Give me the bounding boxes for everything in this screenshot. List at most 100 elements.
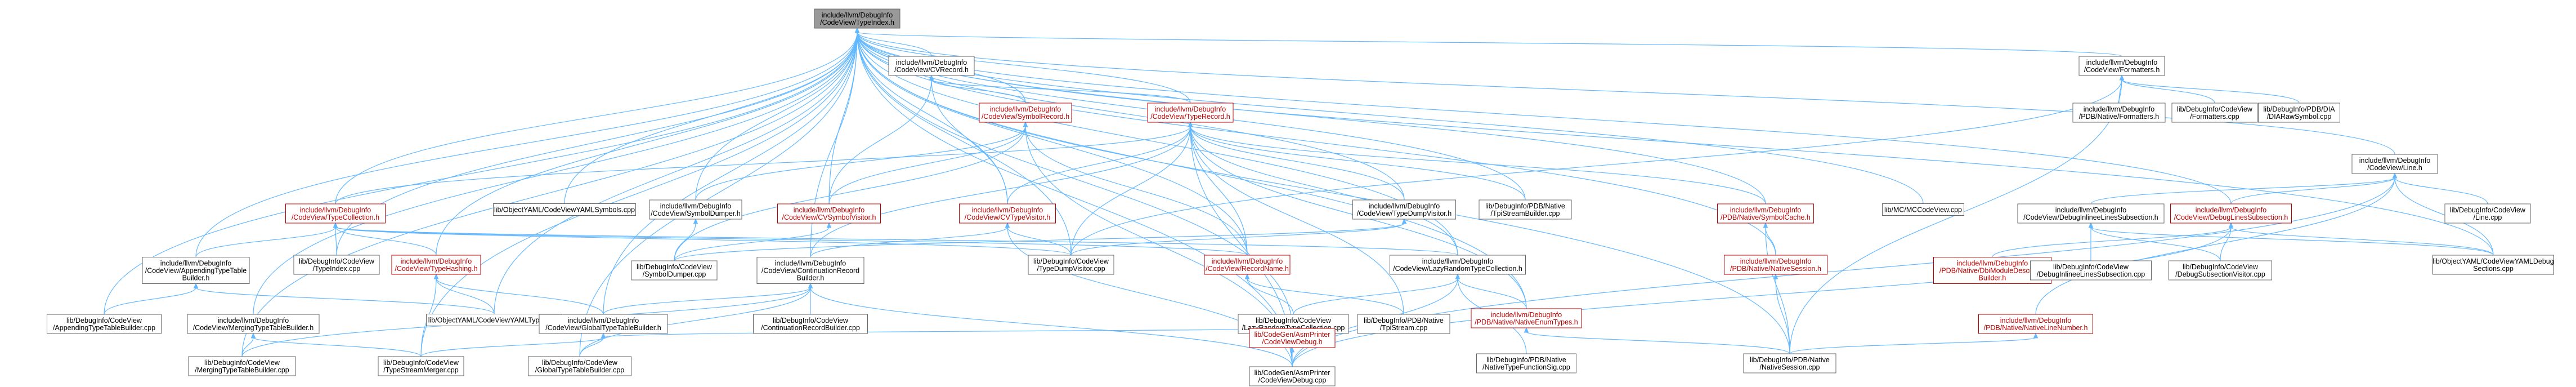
graph-node-typerecord[interactable]: include/llvm/DebugInfo/CodeView/TypeReco… <box>1147 103 1234 123</box>
graph-node-debuginlinees[interactable]: include/llvm/DebugInfo/CodeView/DebugInl… <box>2017 203 2165 224</box>
node-label-line: /CodeView/TypeCollection.h <box>292 213 379 221</box>
graph-node-tpistream[interactable]: lib/DebugInfo/PDB/Native/TpiStream.cpp <box>1357 314 1450 334</box>
graph-node-cvrecord[interactable]: include/llvm/DebugInfo/CodeView/CVRecord… <box>888 56 975 76</box>
graph-node-debuginlinees-cpp[interactable]: lib/DebugInfo/CodeView/DebugInlineeLines… <box>2030 260 2152 281</box>
graph-node-nativelinenumber[interactable]: include/llvm/DebugInfo/PDB/Native/Native… <box>1978 314 2093 334</box>
graph-node-codeviewdebug-h[interactable]: lib/CodeGen/AsmPrinter/CodeViewDebug.h <box>1249 328 1336 348</box>
graph-node-globalbuilder-h[interactable]: include/llvm/DebugInfo/CodeView/GlobalTy… <box>539 314 668 334</box>
node-label-line: include/llvm/DebugInfo <box>660 202 732 210</box>
graph-node-typedumpvisitor-cpp[interactable]: lib/DebugInfo/CodeView/TypeDumpVisitor.c… <box>1028 255 1114 275</box>
graph-node-nativetypefunctionsig[interactable]: lib/DebugInfo/PDB/Native/NativeTypeFunct… <box>1476 353 1576 373</box>
edge-line <box>1765 226 1790 354</box>
graph-node-cvtypevisitor[interactable]: include/llvm/DebugInfo/CodeView/CVTypeVi… <box>959 203 1056 224</box>
graph-node-lazyrandom[interactable]: include/llvm/DebugInfo/CodeView/LazyRand… <box>1390 255 1526 275</box>
dependency-edge-debuginlinees-to-objyaml_debugsections <box>2088 222 2494 256</box>
node-label-line: include/llvm/DebugInfo <box>1369 202 1440 210</box>
edge-line <box>335 226 337 256</box>
graph-node-pdb-formatters[interactable]: include/llvm/DebugInfo/PDB/Native/Format… <box>2072 103 2166 123</box>
edge-line <box>674 126 1026 261</box>
edge-arrowhead <box>1289 346 1295 353</box>
edge-line <box>195 226 336 257</box>
graph-node-objyaml-symbols[interactable]: lib/ObjectYAML/CodeViewYAMLSymbols.cpp <box>493 203 636 216</box>
node-label-line: Builder.h <box>1979 274 2006 282</box>
edge-line <box>2394 177 2488 204</box>
graph-node-objyaml-types[interactable]: lib/ObjectYAML/CodeViewYAMLTypes.cpp <box>426 314 562 326</box>
graph-node-nativeenumtypes[interactable]: include/llvm/DebugInfo/PDB/Native/Native… <box>1471 308 1582 328</box>
graph-node-appendingbuilder-h[interactable]: include/llvm/DebugInfo/CodeView/Appendin… <box>142 257 250 284</box>
graph-node-contrecordbuilder-h[interactable]: include/llvm/DebugInfo/CodeView/Continua… <box>756 257 864 284</box>
edge-line <box>436 32 858 256</box>
graph-node-globalbuilder-cpp[interactable]: lib/DebugInfo/CodeView/GlobalTypeTableBu… <box>528 356 631 376</box>
edge-line <box>931 79 1026 104</box>
node-box <box>2432 255 2554 275</box>
graph-node-debuglinessubsection[interactable]: include/llvm/DebugInfo/CodeView/DebugLin… <box>2170 203 2292 224</box>
graph-node-symbolrecord[interactable]: include/llvm/DebugInfo/CodeView/SymbolRe… <box>979 103 1072 123</box>
node-label-line: lib/DebugInfo/PDB/Native <box>1485 202 1565 210</box>
node-box <box>753 314 868 334</box>
graph-node-symboldumper-cpp[interactable]: lib/DebugInfo/CodeView/SymbolDumper.cpp <box>631 260 718 281</box>
node-label-line: lib/DebugInfo/PDB/Native <box>1486 356 1566 364</box>
node-label-line: Builder.h <box>797 274 825 282</box>
edge-line <box>674 223 1405 261</box>
node-label-line: include/llvm/DebugInfo <box>2086 59 2158 66</box>
graph-node-typecollection[interactable]: include/llvm/DebugInfo/CodeView/TypeColl… <box>285 203 386 224</box>
graph-node-typedumpvisitor-h[interactable]: include/llvm/DebugInfo/CodeView/TypeDump… <box>1352 199 1456 220</box>
node-label-line: include/llvm/DebugInfo <box>794 206 865 214</box>
edge-arrowhead <box>193 283 199 288</box>
edge-line <box>695 126 1026 201</box>
node-label-line: lib/CodeGen/AsmPrinter <box>1255 369 1330 377</box>
node-label-line: /DebugSubsectionVisitor.cpp <box>2175 270 2265 278</box>
node-box <box>1357 314 1450 334</box>
edge-arrowhead <box>250 332 256 339</box>
graph-node-debugsubsectionvisitor[interactable]: lib/DebugInfo/CodeView/DebugSubsectionVi… <box>2169 260 2272 281</box>
graph-node-recordname[interactable]: include/llvm/DebugInfo/CodeView/RecordNa… <box>1204 255 1291 275</box>
graph-node-mccodeview[interactable]: lib/MC/MCCodeView.cpp <box>1882 203 1964 216</box>
graph-node-cvsymbolvisitor[interactable]: include/llvm/DebugInfo/CodeView/CVSymbol… <box>777 203 881 224</box>
graph-node-cv-formatters-cpp[interactable]: lib/DebugInfo/CodeView/Formatters.cpp <box>2171 103 2258 123</box>
edge-line <box>436 278 604 315</box>
node-label-line: include/llvm/DebugInfo <box>972 206 1043 214</box>
graph-node-symboldumper[interactable]: include/llvm/DebugInfo/CodeView/SymbolDu… <box>649 199 742 220</box>
dependency-edge-appendingbuilder_h-to-objyaml_types <box>193 283 495 315</box>
graph-node-tpistreambuilder[interactable]: lib/DebugInfo/PDB/Native/TpiStreamBuilde… <box>1479 199 1572 220</box>
node-box <box>142 257 250 284</box>
node-box <box>1743 353 1836 373</box>
node-label-line: lib/MC/MCCodeView.cpp <box>1884 206 1962 214</box>
edge-line <box>241 32 858 357</box>
node-label-line: /CodeView/RecordName.h <box>1206 265 1289 273</box>
node-box <box>1476 353 1576 373</box>
graph-node-mergingbuilder-h[interactable]: include/llvm/DebugInfo/CodeView/MergingT… <box>187 314 320 334</box>
graph-node-nativesession[interactable]: include/llvm/DebugInfo/PDB/Native/Native… <box>1724 255 1827 275</box>
node-label-line: Builder.h <box>182 274 210 282</box>
node-label-line: include/llvm/DebugInfo <box>2359 157 2431 164</box>
graph-node-typehashing[interactable]: include/llvm/DebugInfo/CodeView/TypeHash… <box>391 255 481 275</box>
node-label-line: include/llvm/DebugInfo <box>218 317 289 324</box>
graph-node-typeindex-cpp[interactable]: lib/DebugInfo/CodeView/TypeIndex.cpp <box>293 255 380 275</box>
node-box <box>1249 366 1336 386</box>
graph-node-cv-line-cpp[interactable]: lib/DebugInfo/CodeView/Line.cpp <box>2444 203 2531 224</box>
graph-node-formatters[interactable]: include/llvm/DebugInfo/CodeView/Formatte… <box>2078 56 2165 76</box>
node-label-line: /NativeSession.cpp <box>1759 363 1820 371</box>
edge-line <box>828 79 932 204</box>
node-label-line: /CodeView/MergingTypeTableBuilder.h <box>193 324 314 332</box>
node-label-line: /PDB/Native/Formatters.h <box>2079 113 2159 121</box>
node-box <box>2170 203 2292 224</box>
graph-node-diasymbol[interactable]: lib/DebugInfo/PDB/DIA/DIARawSymbol.cpp <box>2258 103 2340 123</box>
node-label-line: /CodeView/LazyRandomTypeCollection.h <box>1393 265 1522 273</box>
node-box <box>2078 56 2165 76</box>
node-label-line: /CodeView/AppendingTypeTable <box>145 267 247 275</box>
edge-line <box>828 126 1026 204</box>
graph-node-mergingbuilder-cpp[interactable]: lib/DebugInfo/CodeView/MergingTypeTableB… <box>188 356 296 376</box>
graph-node-objyaml-debugsections[interactable]: lib/ObjectYAML/CodeViewYAMLDebugSections… <box>2432 255 2554 275</box>
node-label-line: /CodeView/Line.h <box>2367 164 2422 172</box>
graph-node-typestreammerger[interactable]: lib/DebugInfo/CodeView/TypeStreamMerger.… <box>378 356 464 376</box>
graph-node-contrecordbuilder-cpp[interactable]: lib/DebugInfo/CodeView/ContinuationRecor… <box>753 314 868 334</box>
edge-line <box>241 337 254 357</box>
graph-node-appendingbuilder-cpp[interactable]: lib/DebugInfo/CodeView/AppendingTypeTabl… <box>47 314 162 334</box>
node-box <box>2017 203 2165 224</box>
graph-node-nativesession-cpp[interactable]: lib/DebugInfo/PDB/Native/NativeSession.c… <box>1743 353 1836 373</box>
graph-node-codeviewdebug-cpp[interactable]: lib/CodeGen/AsmPrinter/CodeViewDebug.cpp <box>1249 366 1336 386</box>
graph-node-line[interactable]: include/llvm/DebugInfo/CodeView/Line.h <box>2351 154 2438 174</box>
edge-line <box>335 226 437 256</box>
graph-node-symbolcache[interactable]: include/llvm/DebugInfo/PDB/Native/Symbol… <box>1717 203 1814 224</box>
